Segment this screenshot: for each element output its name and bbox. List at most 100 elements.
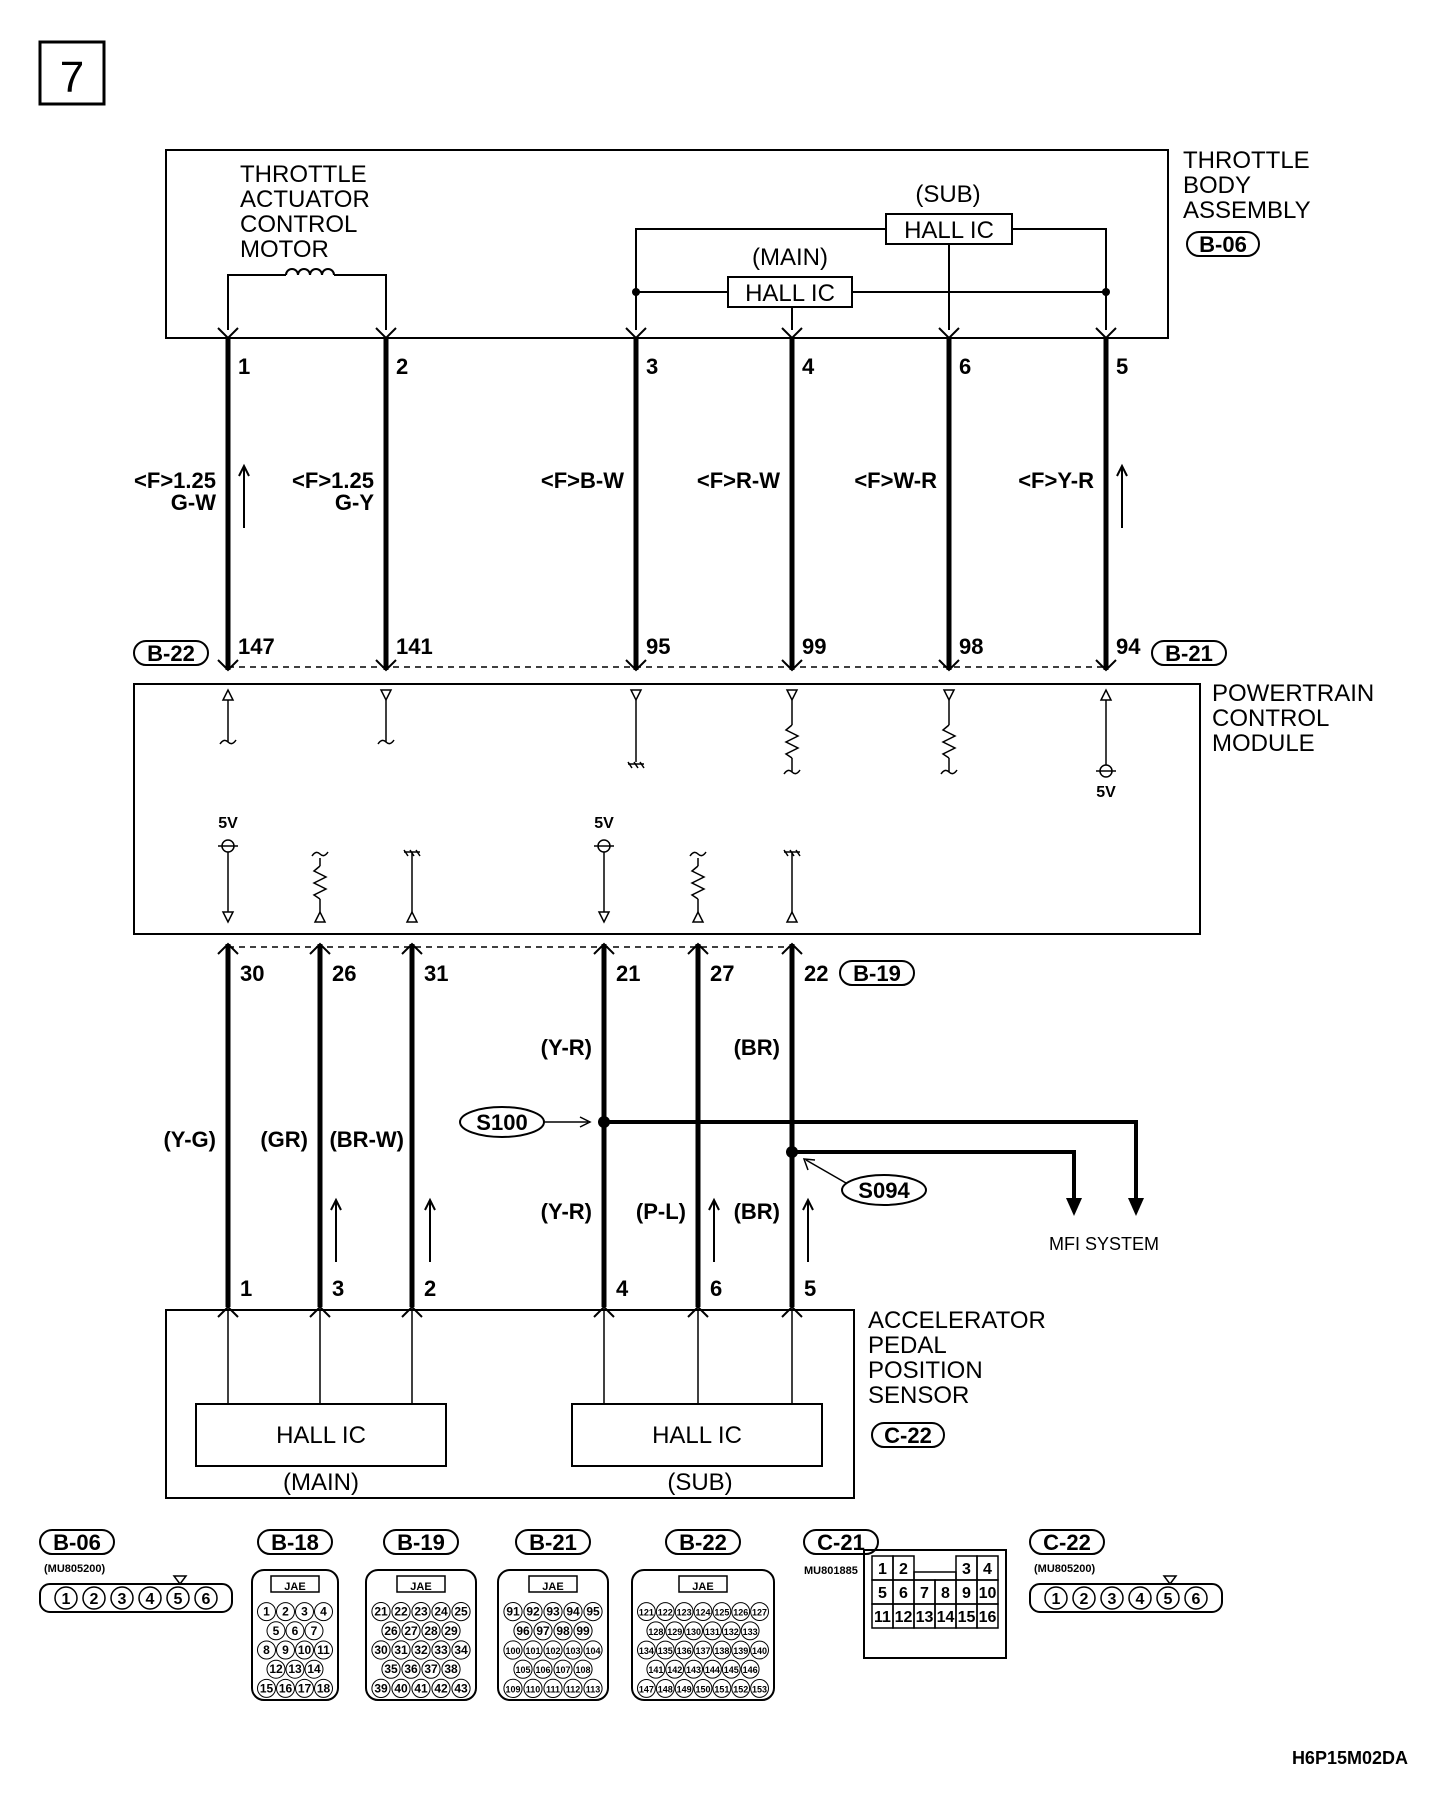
connector-pin: 102 xyxy=(545,1646,560,1656)
connector-tag-b21-label: B-21 xyxy=(1165,641,1213,666)
connector-pin: 127 xyxy=(752,1608,767,1618)
tb-junction-right xyxy=(1102,288,1110,296)
connector-pin: 12 xyxy=(269,1662,283,1676)
mfi-system-label: MFI SYSTEM xyxy=(1049,1234,1159,1254)
connector-pin: 25 xyxy=(454,1605,468,1619)
accelerator-pedal-position-sensor: ACCELERATOR PEDAL POSITION SENSOR C-22 H… xyxy=(165,1307,1046,1499)
connector-pin: 95 xyxy=(586,1605,600,1619)
connector-pin: 27 xyxy=(404,1624,418,1638)
connector-pin: 137 xyxy=(695,1646,710,1656)
connector-pin: 140 xyxy=(752,1646,767,1656)
connector-pin: 99 xyxy=(576,1624,590,1638)
motor-name-4: MOTOR xyxy=(240,236,329,263)
connector-pin: 1 xyxy=(263,1605,270,1619)
pcm-5v-label-mid: 5V xyxy=(594,815,614,832)
tb-pin-6: 6 xyxy=(959,354,971,379)
connector-pin: 133 xyxy=(743,1627,758,1637)
pcm-name-2: CONTROL xyxy=(1212,705,1329,732)
throttle-wires: 1 2 3 4 6 5 <F>1.25 G-W <F>1.25 G-Y <F>B… xyxy=(134,327,1141,672)
splice-s094-label: S094 xyxy=(858,1178,910,1203)
pcm-name-1: POWERTRAIN xyxy=(1212,680,1374,707)
throttle-body-name-1: THROTTLE xyxy=(1183,147,1310,174)
wire-label-2a: <F>1.25 xyxy=(292,468,374,493)
connector-pin: 93 xyxy=(546,1605,560,1619)
splice-s094-dot xyxy=(786,1146,798,1158)
connector-pin: 108 xyxy=(575,1665,590,1675)
wire-label-21-upper: (Y-R) xyxy=(541,1035,592,1060)
connector-pin: 43 xyxy=(454,1681,468,1695)
wire-label-27: (P-L) xyxy=(636,1199,686,1224)
connector-pin: 106 xyxy=(535,1665,550,1675)
connector-pin: 8 xyxy=(263,1643,270,1657)
connector-pin: 6 xyxy=(1192,1591,1201,1608)
connector-pin: 4 xyxy=(1136,1591,1145,1608)
pcm-pin-31: 31 xyxy=(424,961,448,986)
wire-label-3: <F>B-W xyxy=(541,468,624,493)
connector-tag-b19-label: B-19 xyxy=(853,961,901,986)
aps-name-4: SENSOR xyxy=(868,1382,969,1409)
aps-hall-ic-main-box xyxy=(195,1403,447,1467)
throttle-wire-terminals xyxy=(217,327,1117,672)
connector-pin: 2 xyxy=(282,1605,289,1619)
connector-pin: 94 xyxy=(566,1605,580,1619)
throttle-body-name-2: BODY xyxy=(1183,172,1251,199)
connector-pin: 105 xyxy=(515,1665,530,1675)
connector-pin: 41 xyxy=(414,1681,428,1695)
wire-label-4: <F>R-W xyxy=(697,468,780,493)
connector-pin: 129 xyxy=(667,1627,682,1637)
connector-pin: 122 xyxy=(658,1608,673,1618)
connector-maker: JAE xyxy=(542,1581,563,1593)
connector-pin: 10 xyxy=(979,1585,997,1602)
pcm-pin-21: 21 xyxy=(616,961,640,986)
pcm-pin-141: 141 xyxy=(396,634,433,659)
connector-pin: 107 xyxy=(555,1665,570,1675)
connector-pin: 30 xyxy=(374,1643,388,1657)
connector-pin: 143 xyxy=(686,1665,701,1675)
connector-tag-b06-label: B-06 xyxy=(1199,232,1247,257)
aps-pin-6: 6 xyxy=(710,1276,722,1301)
connector-pin: 128 xyxy=(648,1627,663,1637)
page-number-box: 7 xyxy=(38,40,106,106)
pcm-pin-22: 22 xyxy=(804,961,828,986)
pedal-wire-terminals xyxy=(217,942,803,1318)
aps-main-label: (MAIN) xyxy=(283,1469,359,1496)
connector-pin: 24 xyxy=(434,1605,448,1619)
connector-pin: 9 xyxy=(962,1585,971,1602)
tb-pin-4: 4 xyxy=(802,354,815,379)
connector-pin: 135 xyxy=(658,1646,673,1656)
connector-part-number: (MU805200) xyxy=(44,1563,105,1575)
connector-pin: 34 xyxy=(454,1643,468,1657)
wire-label-22-upper: (BR) xyxy=(734,1035,780,1060)
connector-pin: 148 xyxy=(658,1684,673,1694)
connector-pin: 13 xyxy=(288,1662,302,1676)
tb-pin-3: 3 xyxy=(646,354,658,379)
connector-pin: 131 xyxy=(705,1627,720,1637)
connector-pin: 6 xyxy=(292,1624,299,1638)
connector-pin: 3 xyxy=(118,1591,127,1608)
connector-pin: 13 xyxy=(916,1609,934,1626)
aps-pin-2: 2 xyxy=(424,1276,436,1301)
page-number: 7 xyxy=(60,53,84,102)
pcm-pin-26: 26 xyxy=(332,961,356,986)
tb-internal-wiring xyxy=(635,228,1107,330)
wire-label-1b: G-W xyxy=(171,490,216,515)
connector-tag-b19: B-19 xyxy=(839,960,915,986)
tb-hall-ic-main: HALL IC xyxy=(745,280,835,307)
pcm-name-3: MODULE xyxy=(1212,730,1315,757)
wire-label-22-lower: (BR) xyxy=(734,1199,780,1224)
connector-pin: 5 xyxy=(878,1585,887,1602)
connector-pin: 123 xyxy=(677,1608,692,1618)
connector-pin: 2 xyxy=(899,1561,908,1578)
connector-pin: 22 xyxy=(394,1605,408,1619)
aps-name-3: POSITION xyxy=(868,1357,983,1384)
connector-pin: 5 xyxy=(1164,1591,1173,1608)
pcm-pin-98: 98 xyxy=(959,634,983,659)
connector-pin: 97 xyxy=(536,1624,550,1638)
connector-pin: 23 xyxy=(414,1605,428,1619)
